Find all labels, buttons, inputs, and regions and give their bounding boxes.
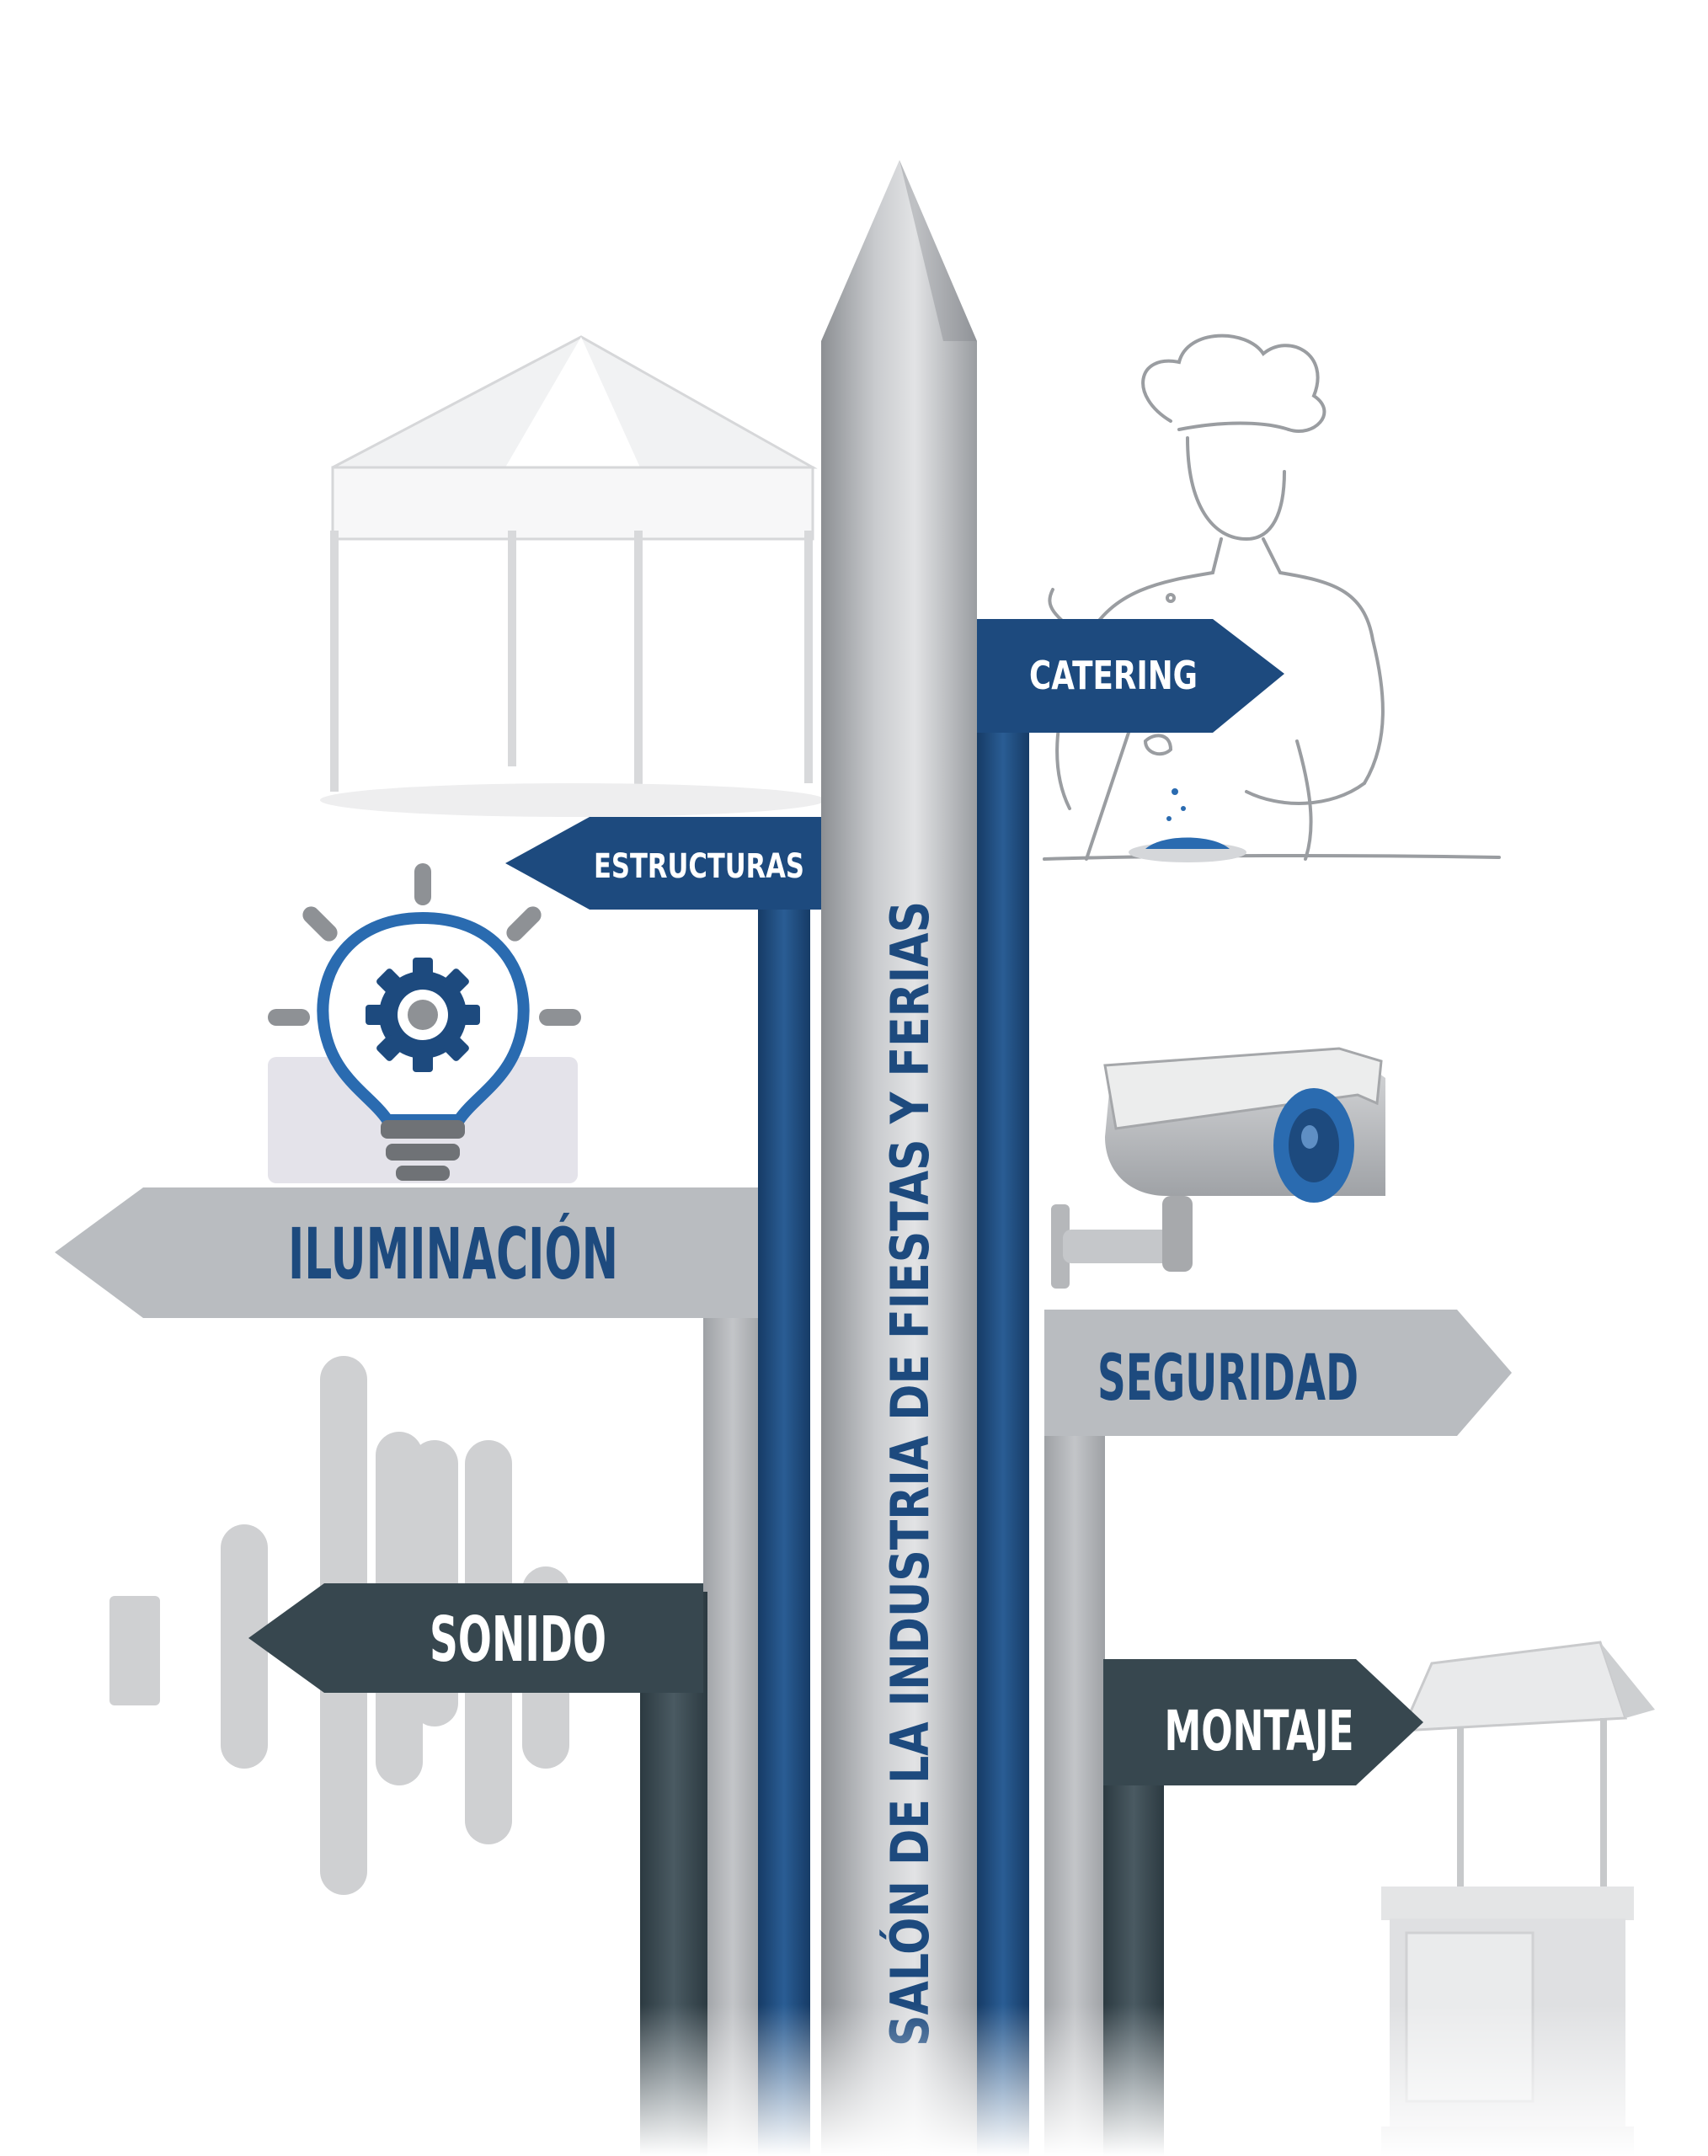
sign-montaje[interactable]: MONTAJE xyxy=(1103,1659,1423,1785)
sign-estructuras-label: ESTRUCTURAS xyxy=(594,847,804,886)
sign-sonido[interactable]: SONIDO xyxy=(248,1583,703,1693)
sign-seguridad-label: SEGURIDAD xyxy=(1097,1340,1358,1415)
sign-sonido-label: SONIDO xyxy=(430,1604,606,1676)
sign-montaje-label: MONTAJE xyxy=(1165,1699,1354,1764)
tent-icon xyxy=(320,335,825,817)
chef-icon xyxy=(1043,334,1501,861)
main-pole-label: SALÓN DE LA INDUSTRIA DE FIESTAS Y FERIA… xyxy=(879,901,941,2047)
sign-iluminacion-label: ILUMINACIÓN xyxy=(288,1213,618,1295)
main-pole xyxy=(821,160,977,2156)
lightbulb-gear-icon xyxy=(268,863,581,1183)
chef-plate-icon xyxy=(1129,788,1246,862)
sign-iluminacion[interactable]: ILUMINACIÓN xyxy=(55,1187,758,1318)
sign-seguridad[interactable]: SEGURIDAD xyxy=(1044,1310,1512,1436)
sign-estructuras[interactable]: ESTRUCTURAS xyxy=(505,817,821,910)
security-camera-icon xyxy=(1051,1047,1385,1289)
bottom-fade xyxy=(0,2004,1708,2156)
sign-catering[interactable]: CATERING xyxy=(977,619,1284,733)
sign-catering-label: CATERING xyxy=(1029,653,1198,698)
